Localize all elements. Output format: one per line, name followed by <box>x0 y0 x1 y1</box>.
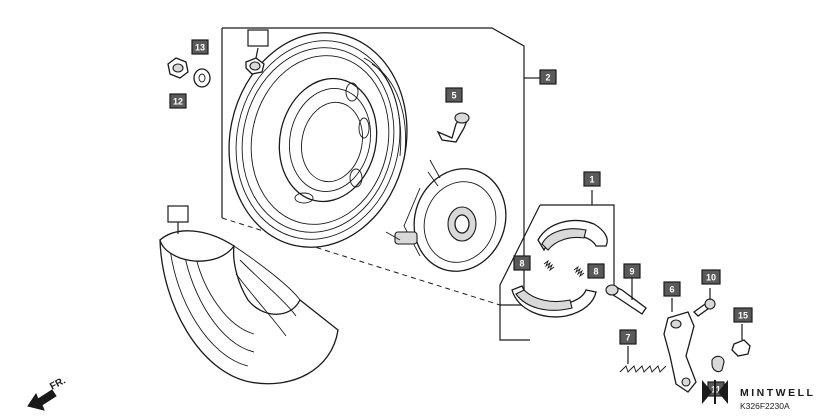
callout-8-left-label: 8 <box>519 259 524 269</box>
callout-6-label: 6 <box>669 285 674 295</box>
callout-12-label: 12 <box>173 97 183 107</box>
diagram-code: K326F2230A <box>740 401 790 411</box>
callout-10: 10 <box>701 269 721 285</box>
callout-9-label: 9 <box>629 267 634 277</box>
brake-springs <box>543 259 585 278</box>
brake-shoes <box>511 219 608 318</box>
callout-empty-nut <box>247 29 269 47</box>
callout-12: 12 <box>169 93 187 109</box>
callout-13: 13 <box>191 39 209 55</box>
brand-watermark: MINTWELL K326F2230A <box>702 380 815 411</box>
callout-7: 7 <box>619 329 637 345</box>
callout-5: 5 <box>445 87 463 103</box>
axle-nut-and-washer <box>167 57 211 88</box>
callout-8-right-label: 8 <box>593 267 598 277</box>
brake-cam <box>605 278 647 315</box>
brake-hub <box>385 159 507 272</box>
cap-nut <box>711 324 751 373</box>
callout-9: 9 <box>623 263 641 279</box>
callout-10-label: 10 <box>706 273 716 283</box>
rim-nut <box>245 47 265 75</box>
callout-8-left: 8 <box>513 255 531 271</box>
brake-shoe-frame <box>499 190 615 341</box>
wheel-rim <box>228 32 408 248</box>
tire-valve <box>436 112 470 143</box>
tire <box>159 222 339 385</box>
callout-1: 1 <box>583 171 601 187</box>
front-arrow-icon <box>27 389 57 411</box>
callout-6: 6 <box>663 281 681 297</box>
bolt <box>692 288 716 317</box>
brake-arm <box>663 298 697 393</box>
brand-name: MINTWELL <box>740 387 815 399</box>
callout-5-label: 5 <box>451 91 456 101</box>
front-direction-indicator: FR. <box>27 375 68 411</box>
callout-15-label: 15 <box>738 311 748 321</box>
callout-13-label: 13 <box>195 43 205 53</box>
return-spring <box>619 346 667 373</box>
front-direction-label: FR. <box>48 375 68 392</box>
callout-15: 15 <box>733 307 753 323</box>
callout-1-label: 1 <box>589 175 594 185</box>
callout-2-label: 2 <box>545 73 550 83</box>
brand-logo-icon <box>702 380 728 404</box>
callout-8-right: 8 <box>587 263 605 279</box>
callout-empty-tire <box>167 205 189 223</box>
callout-2: 2 <box>539 69 557 85</box>
callout-7-label: 7 <box>625 333 630 343</box>
